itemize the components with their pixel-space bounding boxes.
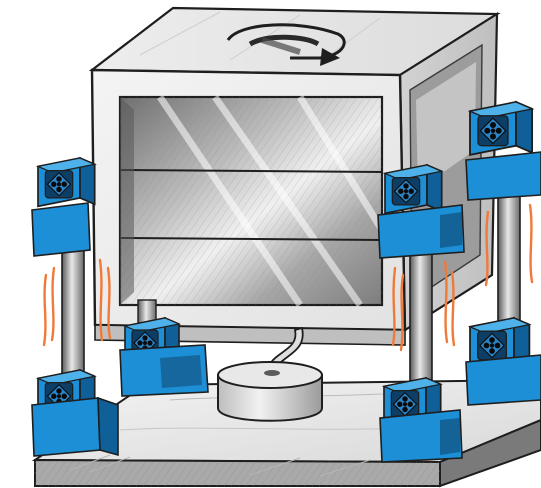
mount-back-right-upper	[466, 102, 541, 200]
cube-glass-window	[120, 97, 382, 305]
mount-back-right-lower	[466, 318, 541, 405]
mount-front-left-upper	[32, 158, 95, 256]
mount-front-left-lower	[32, 370, 118, 456]
